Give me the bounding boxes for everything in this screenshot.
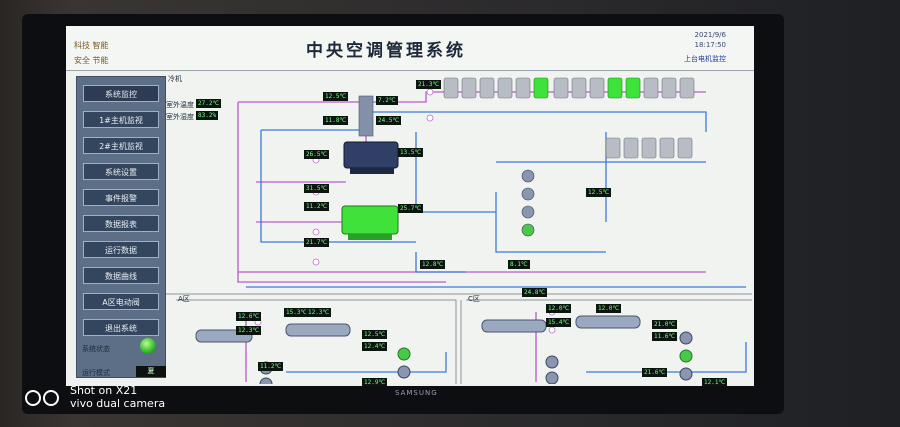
temp-readout: 26.5℃ (304, 150, 330, 159)
temp-readout: 11.6℃ (652, 332, 678, 341)
chiller-1-unit (343, 141, 399, 174)
page-title: 中央空调管理系统 (306, 41, 466, 61)
time-readout: 18:17:50 (694, 41, 726, 49)
temp-readout: 12.0℃ (596, 304, 622, 313)
temp-readout: 11.2℃ (258, 362, 284, 371)
nav-event-alarm[interactable]: 事件报警 (83, 189, 159, 206)
nav-zone-a-valve[interactable]: A区电动阀 (83, 293, 159, 310)
nav-run-data[interactable]: 运行数据 (83, 241, 159, 258)
outdoor-humidity-label: 室外湿度 (166, 113, 194, 121)
temp-readout: 11.2℃ (304, 202, 330, 211)
nav-exit[interactable]: 退出系统 (83, 319, 159, 336)
plate-exchanger (358, 95, 374, 137)
temp-readout: 25.7℃ (398, 204, 424, 213)
temp-readout: 12.3℃ (236, 326, 262, 335)
temp-readout: 12.3℃ (306, 308, 332, 317)
temp-readout: 31.5℃ (304, 184, 330, 193)
temp-readout: 11.8℃ (323, 116, 349, 125)
watermark-line-1: Shot on X21 (70, 384, 138, 397)
date-readout: 2021/9/6 (694, 31, 726, 39)
zone-c-label: C区 (468, 295, 480, 303)
temp-readout: 24.5℃ (376, 116, 402, 125)
temp-readout: 12.9℃ (362, 378, 388, 386)
cooling-tower-group (443, 77, 695, 159)
pump-group-upper (521, 169, 535, 237)
temp-readout: 21.6℃ (642, 368, 668, 377)
nav-system-settings[interactable]: 系统设置 (83, 163, 159, 180)
temp-readout: 8.1℃ (508, 260, 530, 269)
chiller-2-unit (341, 205, 399, 240)
system-status-indicator (140, 338, 156, 354)
zone-c-equipment (481, 315, 693, 384)
outdoor-temp-value: 27.2℃ (196, 99, 222, 108)
temp-readout: 12.6℃ (236, 312, 262, 321)
temp-readout: 21.7℃ (304, 238, 330, 247)
hvac-screen: 科技 智能 安全 节能 中央空调管理系统 2021/9/6 18:17:50 上… (66, 26, 754, 386)
temp-readout: 7.2℃ (376, 96, 398, 105)
slogan-line-1: 科技 智能 (74, 41, 109, 50)
temp-readout: 12.5℃ (586, 188, 612, 197)
temp-readout: 12.4℃ (362, 342, 388, 351)
sidebar-nav: 系统监控 1#主机监视 2#主机监视 系统设置 事件报警 数据报表 运行数据 数… (76, 76, 166, 378)
nav-chiller-1[interactable]: 1#主机监视 (83, 111, 159, 128)
temp-readout: 21.0℃ (652, 320, 678, 329)
slogan-line-2: 安全 节能 (74, 56, 109, 65)
outdoor-temp-label: 室外温度 (166, 101, 194, 109)
temp-readout: 12.0℃ (546, 304, 572, 313)
nav-system-monitor[interactable]: 系统监控 (83, 85, 159, 102)
run-mode-label: 运行模式 (82, 369, 110, 377)
temp-readout: 13.5℃ (398, 148, 424, 157)
zone-a-label: A区 (178, 295, 190, 303)
header-bar: 科技 智能 安全 节能 中央空调管理系统 2021/9/6 18:17:50 上… (66, 26, 754, 71)
schematic-panel: 冷机 室外温度 室外湿度 27.2℃ 83.2% A区 C区 12.5℃ 7.2… (166, 72, 752, 386)
temp-readout: 12.5℃ (362, 330, 388, 339)
outdoor-humidity-value: 83.2% (196, 111, 219, 120)
temp-readout: 12.5℃ (323, 92, 349, 101)
panel-title: 冷机 (168, 75, 182, 83)
system-status-label: 系统状态 (82, 345, 110, 353)
temp-readout: 12.1℃ (702, 378, 728, 386)
nav-data-curve[interactable]: 数据曲线 (83, 267, 159, 284)
run-mode-value: 夏 (136, 366, 166, 377)
temp-readout: 15.4℃ (546, 318, 572, 327)
camera-watermark: Shot on X21 vivo dual camera (70, 384, 165, 410)
watermark-line-2: vivo dual camera (70, 397, 166, 410)
header-status: 上台电机监控 (684, 55, 726, 63)
temp-readout: 15.3℃ (284, 308, 310, 317)
temp-readout: 21.3℃ (416, 80, 442, 89)
nav-chiller-2[interactable]: 2#主机监视 (83, 137, 159, 154)
monitor-brand: SAMSUNG (395, 389, 438, 397)
header-slogan: 科技 智能 安全 节能 (74, 38, 109, 68)
nav-data-report[interactable]: 数据报表 (83, 215, 159, 232)
camera-logo-icon (25, 390, 59, 406)
header-datetime: 2021/9/6 18:17:50 上台电机监控 (684, 30, 726, 64)
temp-readout: 24.8℃ (522, 288, 548, 297)
temp-readout: 12.8℃ (420, 260, 446, 269)
